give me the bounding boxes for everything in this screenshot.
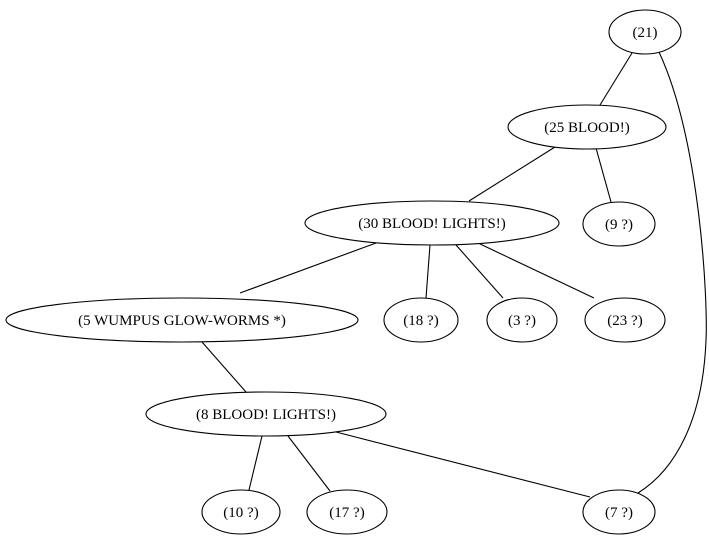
edge-n30-n23 [477, 242, 595, 299]
node-ellipse [582, 489, 656, 535]
node-ellipse [582, 201, 656, 247]
edge-n30-n18 [425, 244, 431, 299]
node-layer: (21) (25 BLOOD!) (9 ?) (30 BLOOD! LIGHTS!) (… [5, 9, 682, 535]
node-ellipse [201, 489, 281, 535]
node-n17: (17 ?) [306, 489, 388, 535]
node-n23: (23 ?) [584, 297, 666, 343]
node-n30: (30 BLOOD! LIGHTS!) [304, 200, 560, 246]
node-ellipse [486, 297, 558, 343]
edge-n30-n5 [239, 242, 377, 294]
node-n8: (8 BLOOD! LIGHTS!) [145, 391, 387, 437]
node-ellipse [5, 297, 359, 343]
node-n21: (21) [608, 9, 682, 55]
node-label: (25 BLOOD!) [544, 120, 629, 136]
node-n7: (7 ?) [582, 489, 656, 535]
edge-n25-n9 [595, 147, 612, 203]
node-label: (5 WUMPUS GLOW-WORMS *) [78, 313, 286, 329]
node-ellipse [584, 297, 666, 343]
node-n25: (25 BLOOD!) [507, 104, 667, 150]
node-n10: (10 ?) [201, 489, 281, 535]
node-ellipse [383, 297, 459, 343]
node-ellipse [507, 104, 667, 150]
edge-layer [201, 51, 707, 498]
node-ellipse [608, 9, 682, 55]
node-label: (30 BLOOD! LIGHTS!) [358, 216, 505, 232]
edge-n8-n7 [335, 431, 591, 498]
edge-n30-n3 [455, 244, 504, 299]
edge-n21-n25 [599, 52, 633, 106]
node-label: (10 ?) [223, 505, 258, 521]
edge-n5-n8 [201, 341, 247, 393]
edge-n21-n7 [637, 51, 707, 494]
node-ellipse [145, 391, 387, 437]
edge-n25-n30 [468, 146, 556, 202]
node-label: (21) [633, 25, 658, 41]
node-ellipse [306, 489, 388, 535]
node-label: (9 ?) [605, 217, 633, 233]
node-n5: (5 WUMPUS GLOW-WORMS *) [5, 297, 359, 343]
node-n3: (3 ?) [486, 297, 558, 343]
node-n9: (9 ?) [582, 201, 656, 247]
edge-n8-n17 [287, 435, 331, 492]
node-label: (7 ?) [605, 505, 633, 521]
edge-n8-n10 [248, 435, 263, 491]
node-label: (17 ?) [329, 505, 364, 521]
node-label: (18 ?) [403, 313, 438, 329]
node-n18: (18 ?) [383, 297, 459, 343]
node-label: (8 BLOOD! LIGHTS!) [196, 407, 336, 423]
node-ellipse [304, 200, 560, 246]
node-label: (23 ?) [607, 313, 642, 329]
node-label: (3 ?) [508, 313, 536, 329]
